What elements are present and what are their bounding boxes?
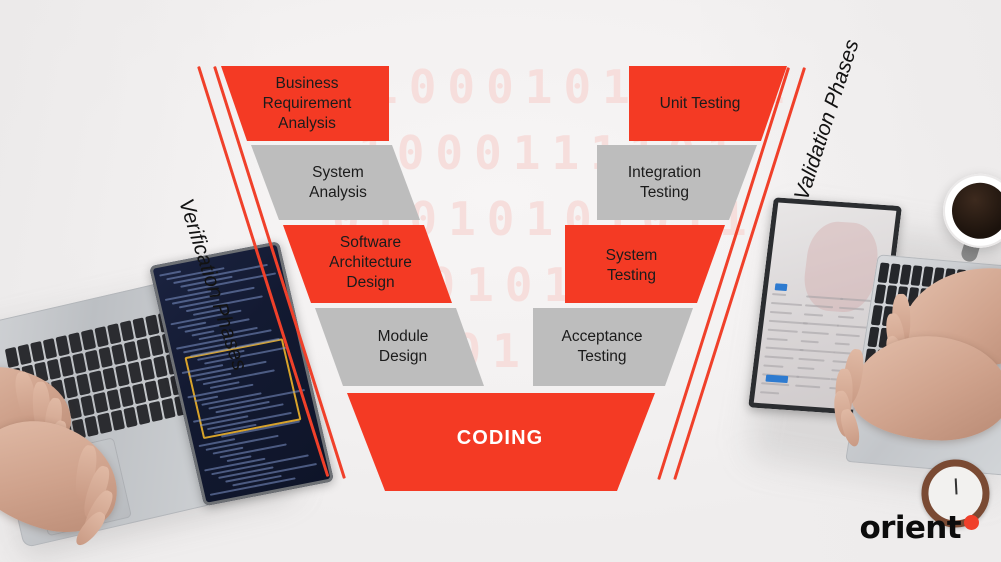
band-left-1 xyxy=(221,66,389,141)
band-right-4 xyxy=(533,308,693,386)
band-right-2 xyxy=(597,145,757,220)
band-label-coding: CODING xyxy=(456,427,544,449)
brand-logo: orient xyxy=(859,513,979,544)
brand-dot-icon xyxy=(964,515,979,530)
band-right-3 xyxy=(565,225,725,303)
brand-name: orient xyxy=(859,510,961,546)
band-left-3 xyxy=(283,225,452,303)
band-left-2 xyxy=(251,145,420,220)
band-left-4 xyxy=(315,308,484,386)
band-coding xyxy=(347,393,655,491)
band-right-1 xyxy=(629,66,787,141)
